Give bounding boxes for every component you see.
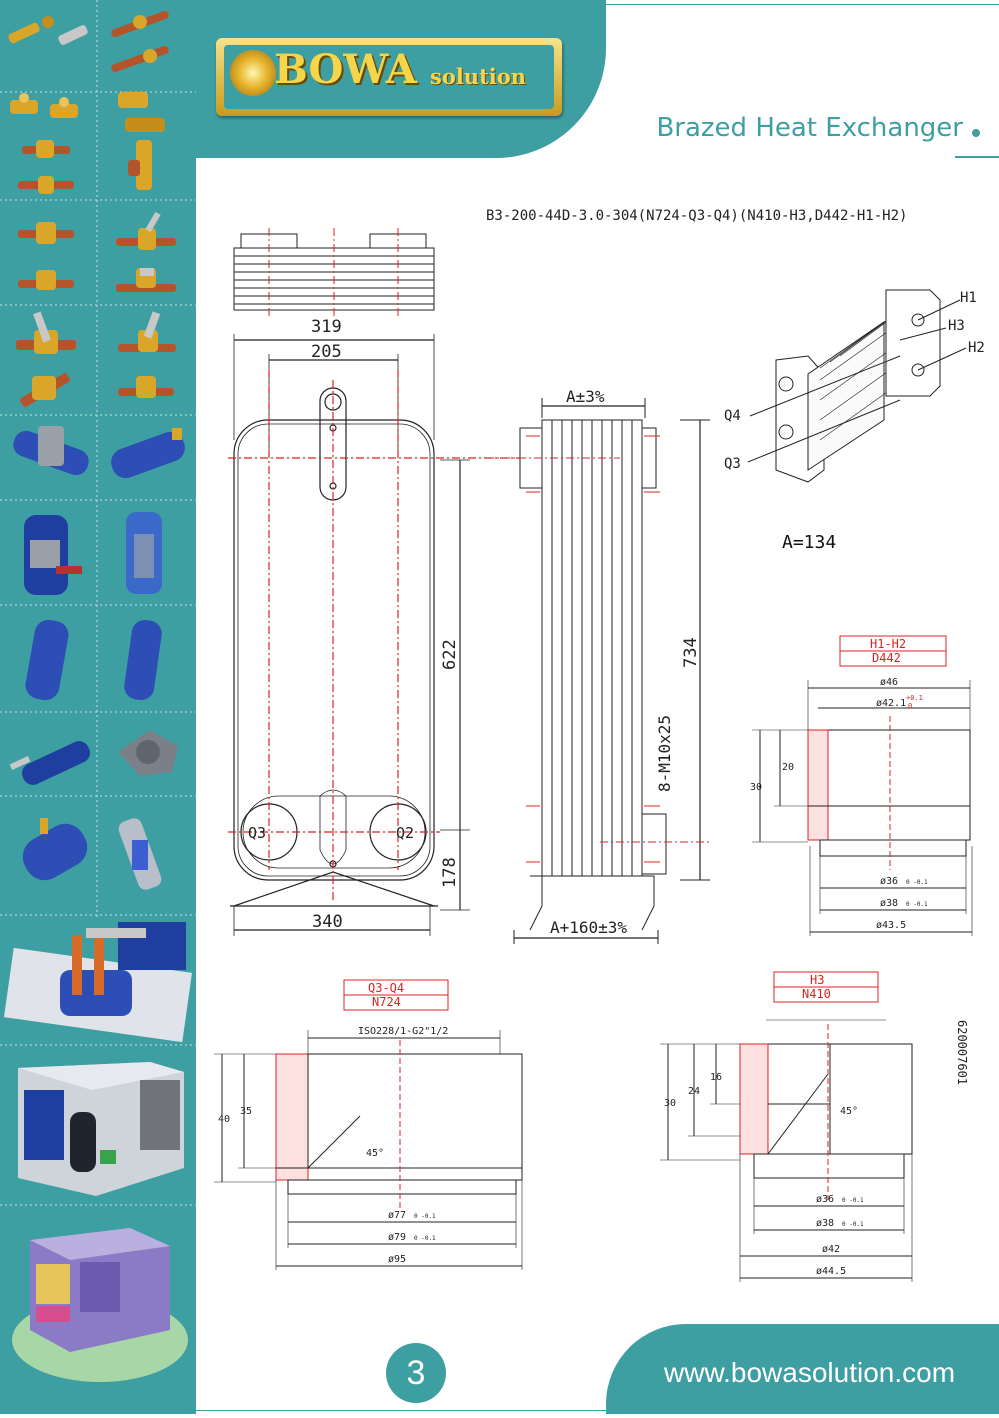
iso-label-q4: Q4	[724, 408, 741, 424]
dim-a-bottom: A+160±3%	[550, 918, 627, 937]
side-view	[486, 398, 710, 944]
top-rule	[606, 4, 999, 5]
logo-panel	[224, 45, 554, 109]
h1h2-dim-42-1: ø42.1	[876, 698, 906, 709]
dim-bottom: 178	[440, 857, 460, 888]
h3-angle: 45°	[840, 1106, 858, 1117]
bottom-rule	[196, 1410, 999, 1411]
port-q3-label: Q3	[248, 824, 266, 842]
page-title: Brazed Heat Exchanger	[656, 113, 963, 143]
angle-valve-icon	[16, 311, 176, 407]
product-sidebar	[0, 0, 196, 1414]
detail-h3-label-top: H3	[810, 973, 824, 987]
h1h2-tol-36: 0 -0.1	[906, 879, 928, 886]
q3q4-dim-35: 35	[240, 1106, 252, 1117]
q3q4-dim-95: ø95	[388, 1254, 406, 1265]
h3-dim-16: 16	[710, 1072, 722, 1083]
iso-label-h2: H2	[968, 340, 985, 356]
iso-label-h3: H3	[948, 318, 965, 334]
filter-drier-icon	[9, 619, 178, 785]
dim-port-height: 622	[440, 639, 460, 670]
cold-room-icon	[12, 1228, 188, 1382]
detail-q3q4-label-bottom: N724	[372, 995, 401, 1009]
detail-q3q4-label-top: Q3-Q4	[368, 981, 404, 995]
model-code: B3-200-44D-3.0-304(N724-Q3-Q4)(N410-H3,D…	[486, 208, 907, 224]
h3-dim-24: 24	[688, 1086, 700, 1097]
logo-subtitle: solution	[430, 64, 527, 89]
dim-height-total: 734	[681, 637, 701, 668]
title-bullet-icon	[972, 129, 980, 137]
q3q4-dim-77: ø77	[388, 1210, 406, 1221]
compressor-unit-icon	[4, 922, 192, 1043]
h3-tol-38: 0 -0.1	[842, 1221, 864, 1228]
logo-emblem-icon	[230, 50, 276, 96]
h1h2-dim-30: 30	[750, 782, 762, 793]
iso-label-h1: H1	[960, 290, 977, 306]
condensing-unit-icon	[18, 1062, 184, 1196]
top-view	[233, 228, 435, 316]
ball-valve-icon	[18, 211, 176, 292]
h1h2-dim-20: 20	[782, 762, 794, 773]
h1h2-tol-38: 0 -0.1	[906, 901, 928, 908]
h3-dim-30: 30	[664, 1098, 676, 1109]
h3-dim-44-5: ø44.5	[816, 1266, 846, 1277]
h1h2-dim-46: ø46	[880, 677, 898, 688]
detail-h1h2	[752, 635, 973, 936]
front-view	[228, 334, 520, 936]
q3q4-dim-40: 40	[218, 1114, 230, 1125]
q3q4-dim-79: ø79	[388, 1232, 406, 1243]
h1h2-tol-top: +0.1	[906, 694, 923, 702]
title-underline	[955, 156, 999, 158]
dim-bolts: 8-M10x25	[655, 715, 674, 792]
detail-h1h2-label-top: H1-H2	[870, 637, 906, 651]
q3q4-tol-79: 0 -0.1	[414, 1235, 436, 1242]
product-thumbnails	[0, 0, 196, 1382]
h1h2-dim-36: ø36	[880, 876, 898, 887]
q3q4-angle: 45°	[366, 1148, 384, 1159]
fitting-icon	[10, 92, 165, 132]
detail-h3-label-bottom: N410	[802, 987, 831, 1001]
dim-port-spacing: 205	[311, 342, 342, 362]
website-link[interactable]: www.bowasolution.com	[664, 1357, 956, 1388]
detail-h1h2-label-bottom: D442	[872, 651, 901, 665]
q3q4-thread: ISO228/1-G2"1/2	[358, 1026, 448, 1037]
drawing-number: 620007601	[955, 1020, 969, 1085]
logo-wordmark: BOWA	[274, 46, 417, 93]
detail-q3q4	[214, 979, 523, 1270]
h1h2-tol-bottom: 0	[908, 702, 912, 710]
dim-a-top: A±3%	[566, 387, 605, 406]
iso-label-q3: Q3	[724, 456, 741, 472]
valve-icon	[18, 140, 152, 194]
h3-dim-42: ø42	[822, 1244, 840, 1255]
brand-logo: BOWA solution	[216, 38, 562, 116]
detail-h3	[660, 971, 913, 1282]
q3q4-tol-77: 0 -0.1	[414, 1213, 436, 1220]
receiver-tank-icon	[13, 426, 185, 595]
footer-banner	[606, 1324, 999, 1414]
h3-dim-36: ø36	[816, 1194, 834, 1205]
page-number: 3	[386, 1343, 446, 1403]
h1h2-dim-43-5: ø43.5	[876, 920, 906, 931]
a-value: A=134	[782, 532, 836, 553]
h3-tol-36: 0 -0.1	[842, 1197, 864, 1204]
dim-base-width: 340	[312, 912, 343, 932]
dim-width-total: 319	[311, 317, 342, 337]
sight-glass-icon	[8, 10, 169, 73]
port-q2-label: Q2	[396, 824, 414, 842]
h3-dim-38: ø38	[816, 1218, 834, 1229]
iso-view	[747, 289, 967, 483]
accumulator-icon	[22, 818, 162, 890]
h1h2-dim-38: ø38	[880, 898, 898, 909]
